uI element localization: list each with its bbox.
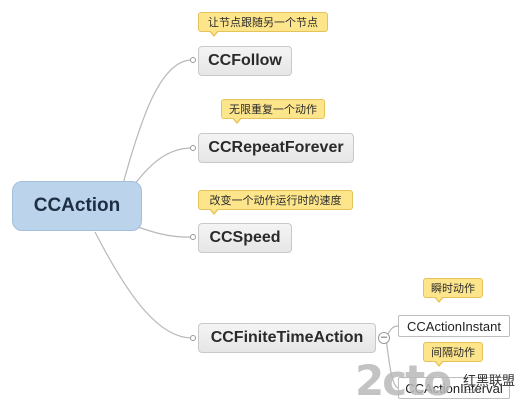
node-ccactioninterval[interactable]: CCActionInterval (398, 377, 510, 399)
root-node[interactable]: CCAction (12, 181, 142, 231)
note-follow: 让节点跟随另一个节点 (198, 12, 328, 37)
collapse-toggle-symbol: – (380, 331, 388, 343)
node-ccactioninterval-label: CCActionInterval (405, 380, 503, 396)
watermark-logo-domain: .com (463, 387, 481, 395)
note-interval-text: 间隔动作 (431, 347, 475, 359)
watermark-logo: 2cto 红黑联盟 .com (355, 356, 523, 409)
node-ccfollow-label: CCFollow (208, 52, 282, 69)
node-ccrepeatforever-label: CCRepeatForever (208, 139, 344, 156)
note-follow-text: 让节点跟随另一个节点 (208, 17, 318, 29)
note-speed: 改变一个动作运行时的速度 (198, 190, 353, 215)
watermark-logo-mark: 2cto (355, 356, 452, 405)
node-ccfollow[interactable]: CCFollow (198, 46, 292, 76)
connector-finitetime-interval (385, 337, 399, 389)
node-ccfinitetimeaction-label: CCFiniteTimeAction (210, 329, 364, 346)
connector-dot-follow (190, 57, 196, 63)
connector-dot-finitetime (190, 335, 196, 341)
note-interval: 间隔动作 (423, 342, 483, 367)
note-instant-text: 瞬时动作 (431, 283, 475, 295)
note-repeatforever: 无限重复一个动作 (221, 99, 325, 124)
connector-root-follow (119, 59, 193, 196)
node-ccspeed-label: CCSpeed (209, 229, 281, 246)
note-repeatforever-text: 无限重复一个动作 (229, 104, 317, 116)
connector-dot-speed (190, 234, 196, 240)
note-instant: 瞬时动作 (423, 278, 483, 303)
note-speed-text: 改变一个动作运行时的速度 (209, 195, 342, 207)
watermark-logo-name: 红黑联盟 (463, 374, 516, 389)
node-ccspeed[interactable]: CCSpeed (198, 223, 292, 253)
connector-root-finitetime (94, 231, 193, 339)
collapse-toggle-icon[interactable]: – (378, 332, 390, 344)
node-ccrepeatforever[interactable]: CCRepeatForever (198, 133, 354, 163)
node-ccactioninstant-label: CCActionInstant (407, 318, 501, 334)
root-node-label: CCAction (33, 195, 121, 216)
node-ccactioninstant[interactable]: CCActionInstant (398, 315, 510, 337)
node-ccfinitetimeaction[interactable]: CCFiniteTimeAction (198, 323, 376, 353)
connector-dot-repeatforever (190, 145, 196, 151)
